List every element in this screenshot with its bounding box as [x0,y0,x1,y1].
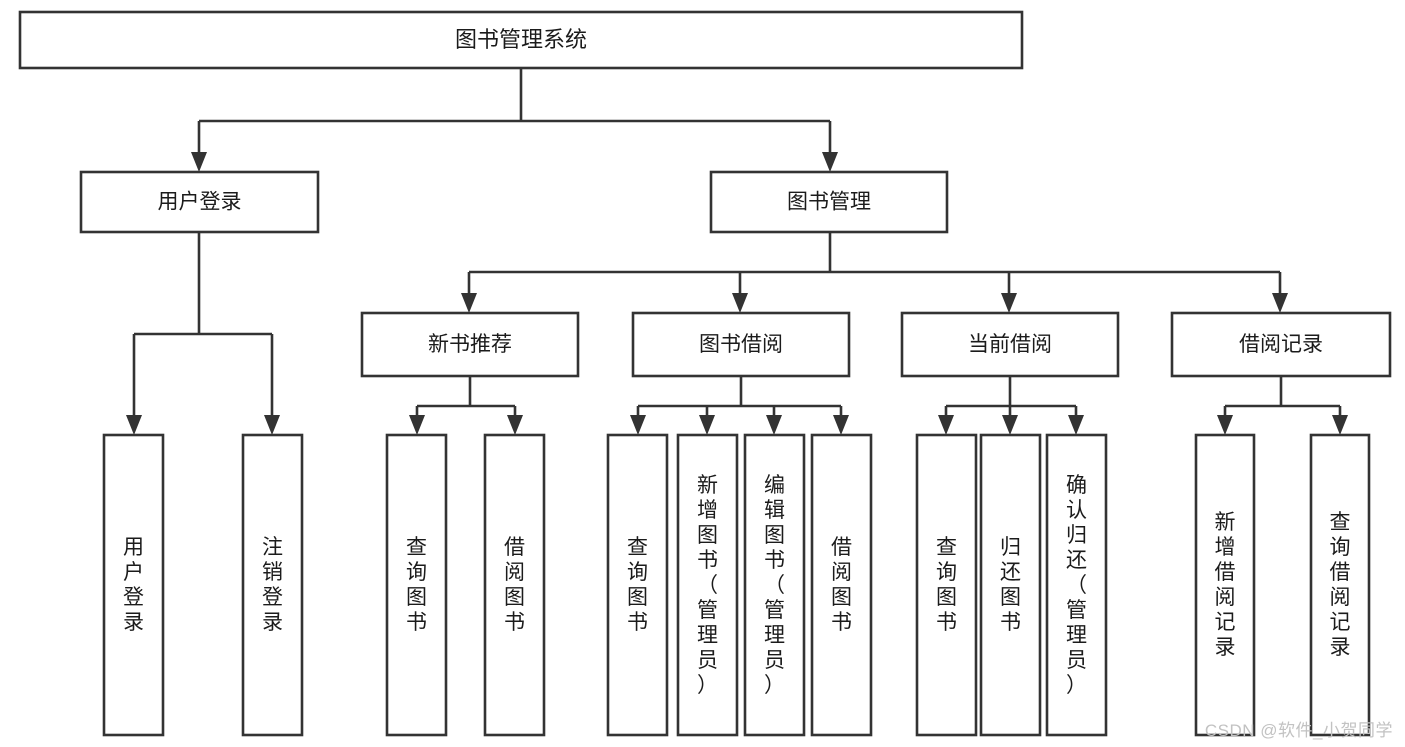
arrow-head-icon [191,152,207,172]
connector-conn-user-login [132,232,274,416]
node-box-leaf-return-book[interactable] [979,433,1042,737]
node-box-leaf-add-record[interactable] [1194,433,1256,737]
node-label-current-borrow: 当前借阅 [968,333,1052,356]
arrow-head-icon [409,415,425,435]
node-label-book-borrow: 图书借阅 [699,333,783,356]
arrow-head-icon [822,152,838,172]
node-box-leaf-confirm-return[interactable] [1045,433,1108,737]
node-box-book-management[interactable] [709,170,949,234]
node-box-user-login[interactable] [79,170,320,234]
arrow-head-icon [938,415,954,435]
csdn-watermark: CSDN @软件_小贺同学 [1204,721,1393,740]
connector-conn-new-book [415,376,517,416]
node-box-leaf-edit-book[interactable] [743,433,806,737]
node-box-undefined[interactable] [18,10,1024,70]
arrow-head-icon [766,415,782,435]
connector-conn-borrow-record [1223,376,1342,416]
node-box-borrow-record[interactable] [1170,311,1392,378]
arrow-head-icon [264,415,280,435]
arrow-head-icon [1332,415,1348,435]
connector-conn-book-borrow [636,376,843,416]
arrow-head-icon [833,415,849,435]
node-box-leaf-query-book-3[interactable] [915,433,978,737]
arrow-head-icon [1002,415,1018,435]
connector-conn-root [197,68,832,153]
arrow-head-icon [1068,415,1084,435]
arrow-head-icon [732,293,748,313]
node-box-new-book-recommend[interactable] [360,311,580,378]
node-box-leaf-borrow-book-1[interactable] [483,433,546,737]
arrow-head-icon [630,415,646,435]
node-label-undefined: 图书管理系统 [455,27,587,52]
node-box-current-borrow[interactable] [900,311,1120,378]
node-box-leaf-query-book-1[interactable] [385,433,448,737]
node-box-leaf-query-book-2[interactable] [606,433,669,737]
node-box-leaf-query-record[interactable] [1309,433,1371,737]
boxes-layer [18,10,1392,737]
node-label-new-book-recommend: 新书推荐 [428,333,512,356]
node-box-leaf-add-book[interactable] [676,433,739,737]
connector-conn-book-management [467,232,1282,294]
connector-conn-current-borrow [944,376,1078,416]
node-label-user-login: 用户登录 [158,191,242,214]
node-box-leaf-logout[interactable] [241,433,304,737]
node-box-book-borrow[interactable] [631,311,851,378]
arrow-head-icon [1001,293,1017,313]
connectors-layer [126,68,1348,435]
arrow-head-icon [507,415,523,435]
arrow-head-icon [461,293,477,313]
node-box-leaf-borrow-book-2[interactable] [810,433,873,737]
arrow-head-icon [699,415,715,435]
node-label-book-management: 图书管理 [787,191,871,214]
node-box-leaf-user-login[interactable] [102,433,165,737]
arrow-head-icon [1272,293,1288,313]
arrow-head-icon [1217,415,1233,435]
arrow-head-icon [126,415,142,435]
node-label-borrow-record: 借阅记录 [1239,333,1323,356]
